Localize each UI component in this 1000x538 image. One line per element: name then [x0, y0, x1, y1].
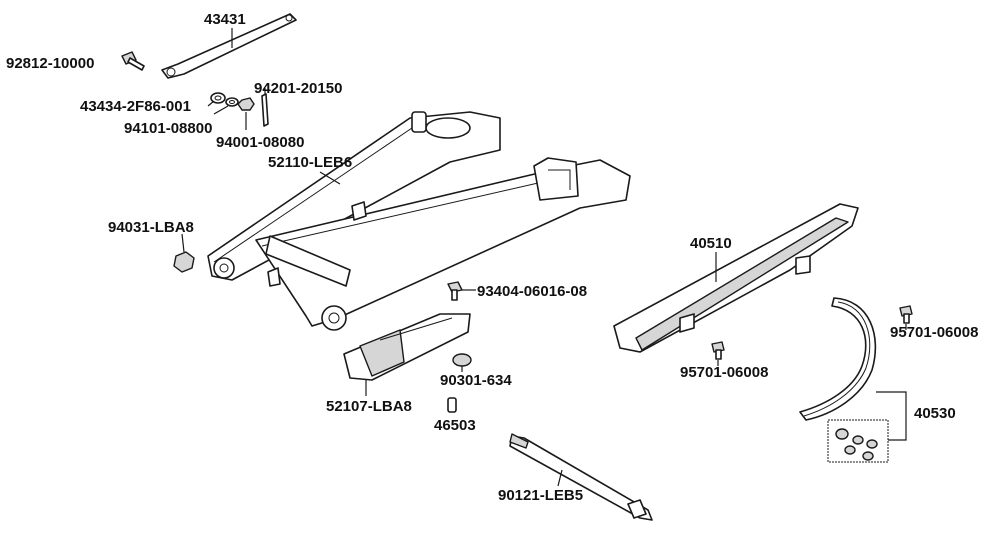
- bolt-92812: [121, 51, 145, 71]
- nut-94031: [173, 233, 195, 273]
- label-46503: 46503: [434, 417, 476, 434]
- label-95701-06008-top: 95701-06008: [890, 324, 978, 341]
- label-90301-634: 90301-634: [440, 372, 512, 389]
- torque-link-bar: [161, 13, 297, 79]
- label-93404-06016-08: 93404-06016-08: [477, 283, 587, 300]
- label-40530: 40530: [914, 405, 956, 422]
- label-94031-LBA8: 94031-LBA8: [108, 219, 194, 236]
- label-95701-06008-mid: 95701-06008: [680, 364, 768, 381]
- label-52107-LBA8: 52107-LBA8: [326, 398, 412, 415]
- label-94201-20150: 94201-20150: [254, 80, 342, 97]
- label-94001-08080: 94001-08080: [216, 134, 304, 151]
- drive-chain-40530: [799, 297, 907, 463]
- label-43434-2F86-001: 43434-2F86-001: [80, 98, 191, 115]
- label-90121-LEB5: 90121-LEB5: [498, 487, 583, 504]
- label-92812-10000: 92812-10000: [6, 55, 94, 72]
- label-43431: 43431: [204, 11, 246, 28]
- label-94101-08800: 94101-08800: [124, 120, 212, 137]
- chain-case-40510: [613, 203, 859, 353]
- bolts-95701: [711, 305, 913, 366]
- label-52110-LEB6: 52110-LEB6: [268, 154, 352, 171]
- chain-adjuster-52107: [343, 313, 471, 396]
- pin-46503: [447, 397, 457, 413]
- washer-set: [207, 88, 269, 130]
- axle-90121: [509, 433, 653, 521]
- bolt-93404: [447, 281, 476, 301]
- label-40510: 40510: [690, 235, 732, 252]
- swing-arm: [207, 111, 631, 331]
- nut-90301: [452, 353, 472, 372]
